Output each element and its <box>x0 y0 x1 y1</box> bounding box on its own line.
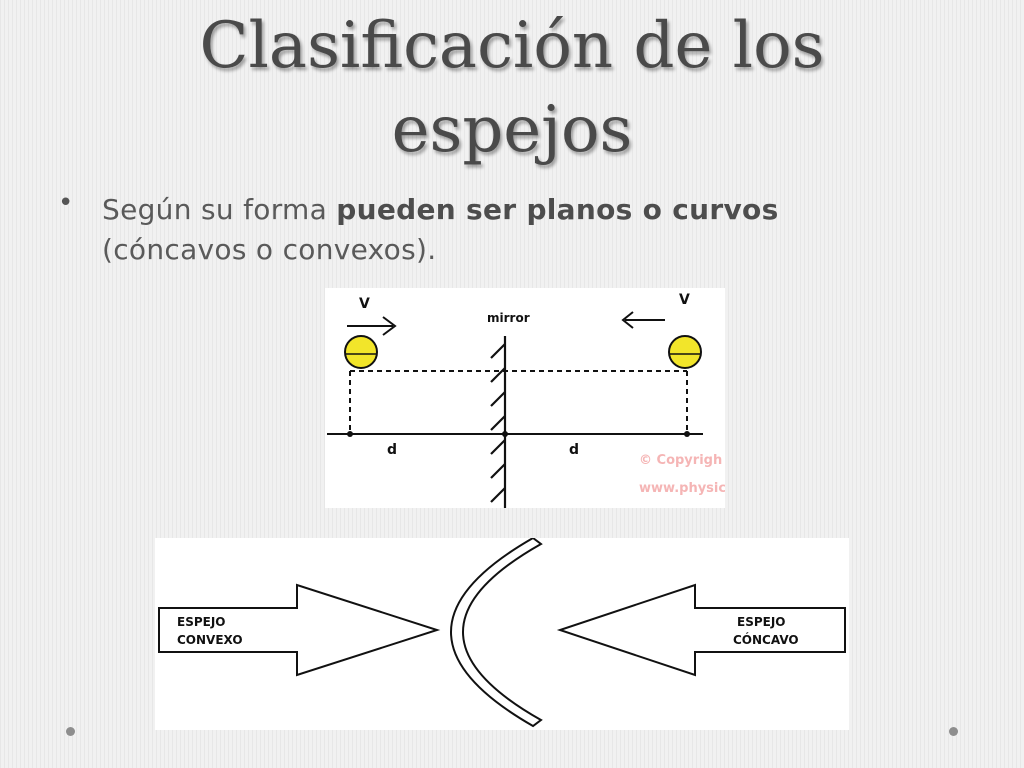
curved-mirror-icon <box>450 536 543 728</box>
distance-label-right: d <box>569 442 579 458</box>
plane-mirror-icon <box>490 336 507 510</box>
ball-image-icon <box>668 335 702 369</box>
curved-mirror-diagram: ESPEJO CONVEXO ESPEJO CÓNCAVO <box>155 536 849 730</box>
corner-dot-left <box>66 727 75 736</box>
velocity-arrow-right-icon <box>347 316 397 336</box>
bullet-text-post: (cóncavos o convexos). <box>102 233 437 266</box>
copyright-watermark-line2: www.physic <box>639 481 725 496</box>
image-point <box>684 431 690 437</box>
plane-mirror-svg: V V mirror <box>327 292 726 510</box>
ball-object-icon <box>344 335 378 369</box>
concave-arrow-icon <box>556 583 846 677</box>
velocity-arrow-left-icon <box>621 311 665 329</box>
slide-title: Clasificación de los espejos <box>0 4 1024 172</box>
concave-label-line2: CÓNCAVO <box>733 632 799 647</box>
title-line-1: Clasificación de los <box>199 9 825 83</box>
concave-label-line1: ESPEJO <box>737 615 786 629</box>
title-line-2: espejos <box>391 93 633 167</box>
curved-mirror-svg: ESPEJO CONVEXO ESPEJO CÓNCAVO <box>158 536 846 728</box>
copyright-watermark-line1: © Copyrigh <box>639 453 722 468</box>
plane-mirror-diagram: V V mirror <box>325 288 726 510</box>
object-point <box>347 431 353 437</box>
bullet-text-pre: Según su forma <box>102 193 337 226</box>
bullet-marker: • <box>58 188 74 218</box>
velocity-label-right: V <box>679 292 690 308</box>
mirror-label: mirror <box>487 311 530 325</box>
velocity-label-left: V <box>359 296 370 312</box>
convex-label-line2: CONVEXO <box>177 633 243 647</box>
distance-label-left: d <box>387 442 397 458</box>
image-projection-lines <box>349 370 688 434</box>
bullet-text-bold: pueden ser planos o curvos <box>336 193 779 226</box>
corner-dot-right <box>949 727 958 736</box>
bullet-text: Según su forma pueden ser planos o curvo… <box>102 190 862 270</box>
convex-arrow-icon <box>158 583 441 677</box>
convex-label-line1: ESPEJO <box>177 615 226 629</box>
